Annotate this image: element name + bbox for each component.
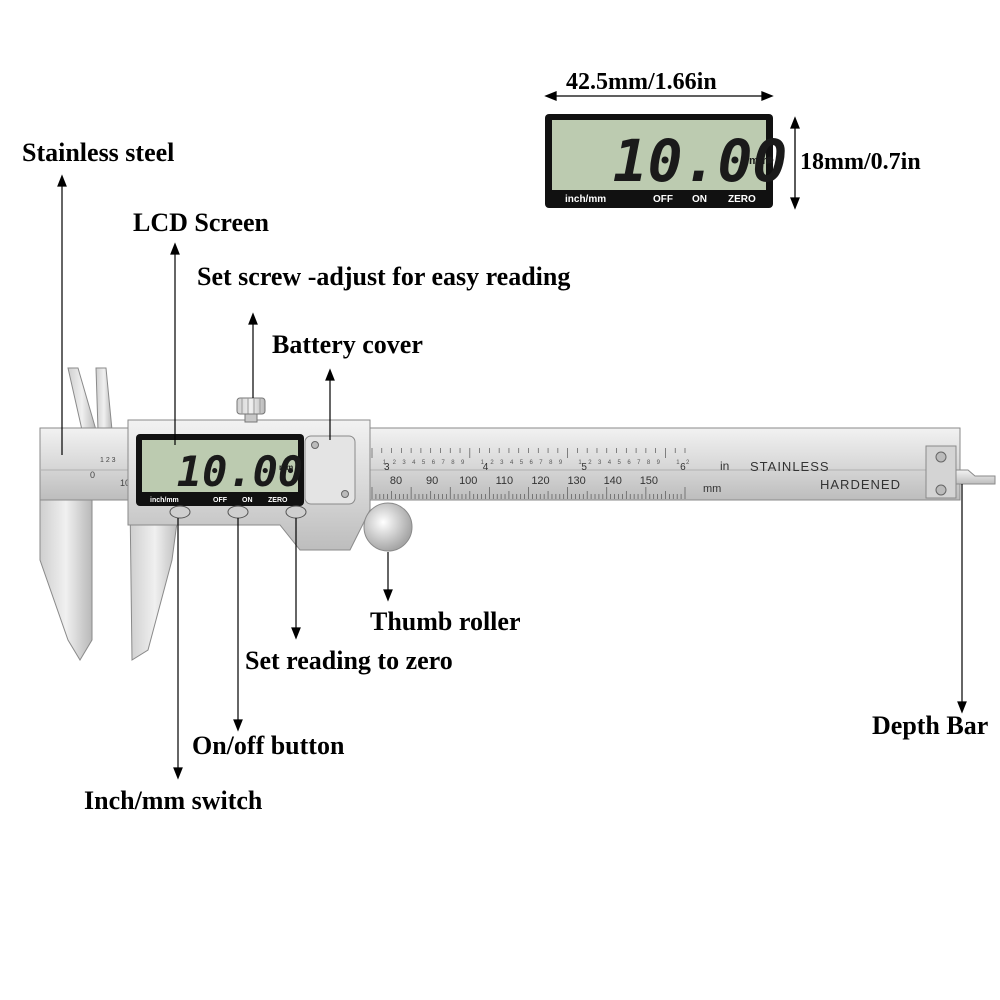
inch-fine-digit: 7: [637, 460, 641, 466]
inch-fine-digit: 9: [461, 460, 465, 466]
mm-number: 110: [496, 475, 514, 487]
label-thumb-roller: Thumb roller: [370, 607, 521, 636]
jaw-scale-top: 1 2 3: [100, 457, 116, 464]
lcd-reading: 10.00: [177, 447, 303, 496]
inch-fine-digit: 7: [441, 460, 445, 466]
lcd-glass: [142, 440, 298, 492]
label-set-screw: Set screw -adjust for easy reading: [197, 262, 571, 291]
inch-fine-digit: 6: [530, 460, 534, 466]
label-stainless-steel: Stainless steel: [22, 138, 175, 167]
lcd-btn-label-zero: ZERO: [268, 497, 288, 504]
lcd-unit: mm: [279, 463, 293, 472]
leader-battery-cover: [325, 368, 335, 440]
label-inch-mm: Inch/mm switch: [84, 786, 263, 815]
inch-fine-digit: 1: [383, 460, 387, 466]
inch-fine-digit: 1: [676, 460, 680, 466]
inset-btn-label-zero: ZERO: [728, 194, 756, 205]
scale-inch-unit: in: [720, 459, 729, 473]
height-dimension-arrow: [790, 116, 800, 210]
mm-number: 140: [604, 475, 622, 487]
inch-fine-digit: 2: [588, 460, 592, 466]
jaw-scale-mm: 10: [120, 478, 130, 488]
inch-fine-digit: 4: [608, 460, 612, 466]
brand-line-2: HARDENED: [820, 477, 901, 492]
sliding-head: 10.00 mm inch/mm OFF ON ZERO: [127, 419, 371, 551]
inset-btn-label-on: ON: [692, 194, 707, 205]
lcd-btn-label-on: ON: [242, 497, 253, 504]
label-set-zero: Set reading to zero: [245, 646, 453, 675]
upper-jaws: [67, 367, 113, 431]
inch-fine-digit: 2: [490, 460, 494, 466]
inch-fine-digit: 9: [657, 460, 661, 466]
inch-fine-digit: 3: [500, 460, 504, 466]
inset-lcd-reading: 10.00: [613, 127, 788, 195]
inch-fine-digit: 8: [549, 460, 553, 466]
label-lcd-screen: LCD Screen: [133, 208, 270, 237]
lcd-btn-label-off: OFF: [213, 497, 228, 504]
on-off-button[interactable]: [227, 505, 249, 519]
scale-mm-unit: mm: [703, 483, 721, 495]
inch-fine-digit: 4: [510, 460, 514, 466]
label-on-off: On/off button: [192, 731, 345, 760]
label-battery-cover: Battery cover: [272, 330, 423, 359]
dimension-height-label: 18mm/0.7in: [800, 149, 921, 175]
inch-fine-digit: 2: [686, 460, 690, 466]
leader-on-off: [233, 518, 243, 732]
inch-fine-digit: 3: [402, 460, 406, 466]
inset-lcd: 10.00 mm inch/mm OFF ON ZERO: [545, 114, 787, 208]
inset-lcd-unit: mm: [749, 155, 769, 167]
inch-fine-digit: 8: [647, 460, 651, 466]
inch-fine-digit: 5: [618, 460, 622, 466]
inset-btn-label-off: OFF: [653, 194, 673, 205]
inch-fine-digit: 1: [481, 460, 485, 466]
leader-lcd-screen: [170, 242, 180, 445]
inch-number: 5: [581, 462, 587, 473]
inch-fine-digit: 5: [422, 460, 426, 466]
mm-number: 90: [426, 475, 438, 487]
inch-fine-digit: 9: [559, 460, 563, 466]
leader-set-screw: [248, 312, 258, 398]
depth-bar: [955, 469, 996, 485]
inch-fine-digit: 6: [627, 460, 631, 466]
inset-btn-label-inchmm: inch/mm: [565, 194, 606, 205]
inch-fine-digit: 2: [393, 460, 397, 466]
inch-mm-button[interactable]: [169, 505, 191, 519]
label-depth-bar: Depth Bar: [872, 711, 989, 740]
inch-fine-digit: 7: [539, 460, 543, 466]
leader-stainless-steel: [57, 174, 67, 455]
leader-depth-bar: [957, 484, 967, 714]
inch-number: 4: [483, 462, 489, 473]
jaw-scale-zero: 0: [90, 470, 95, 480]
mm-number: 150: [640, 475, 658, 487]
width-dimension-arrow: [544, 91, 774, 101]
mm-number: 120: [531, 475, 549, 487]
lcd-btn-label-inchmm: inch/mm: [150, 497, 179, 504]
set-screw[interactable]: [236, 397, 266, 423]
inch-fine-digit: 8: [451, 460, 455, 466]
inch-fine-digit: 5: [520, 460, 524, 466]
mm-number: 80: [390, 475, 402, 487]
inch-fine-digit: 1: [578, 460, 582, 466]
leader-inch-mm: [173, 518, 183, 780]
mm-number: 130: [567, 475, 585, 487]
zero-button[interactable]: [285, 505, 307, 519]
inch-number: 6: [680, 462, 686, 473]
beam-screw-bottom: [935, 484, 947, 496]
jaw-scale: 1 2 3 0 10: [90, 457, 130, 488]
dimension-width-label: 42.5mm/1.66in: [566, 69, 717, 95]
brand-line-1: STAINLESS: [750, 459, 830, 474]
thumb-roller[interactable]: [363, 502, 413, 552]
inch-fine-digit: 6: [432, 460, 436, 466]
mm-number: 100: [459, 475, 477, 487]
inch-fine-digit: 4: [412, 460, 416, 466]
inch-fine-digit: 3: [598, 460, 602, 466]
leader-thumb-roller: [383, 552, 393, 602]
leader-set-zero: [291, 518, 301, 640]
beam-screw-top: [935, 451, 947, 463]
inch-number: 3: [384, 462, 390, 473]
